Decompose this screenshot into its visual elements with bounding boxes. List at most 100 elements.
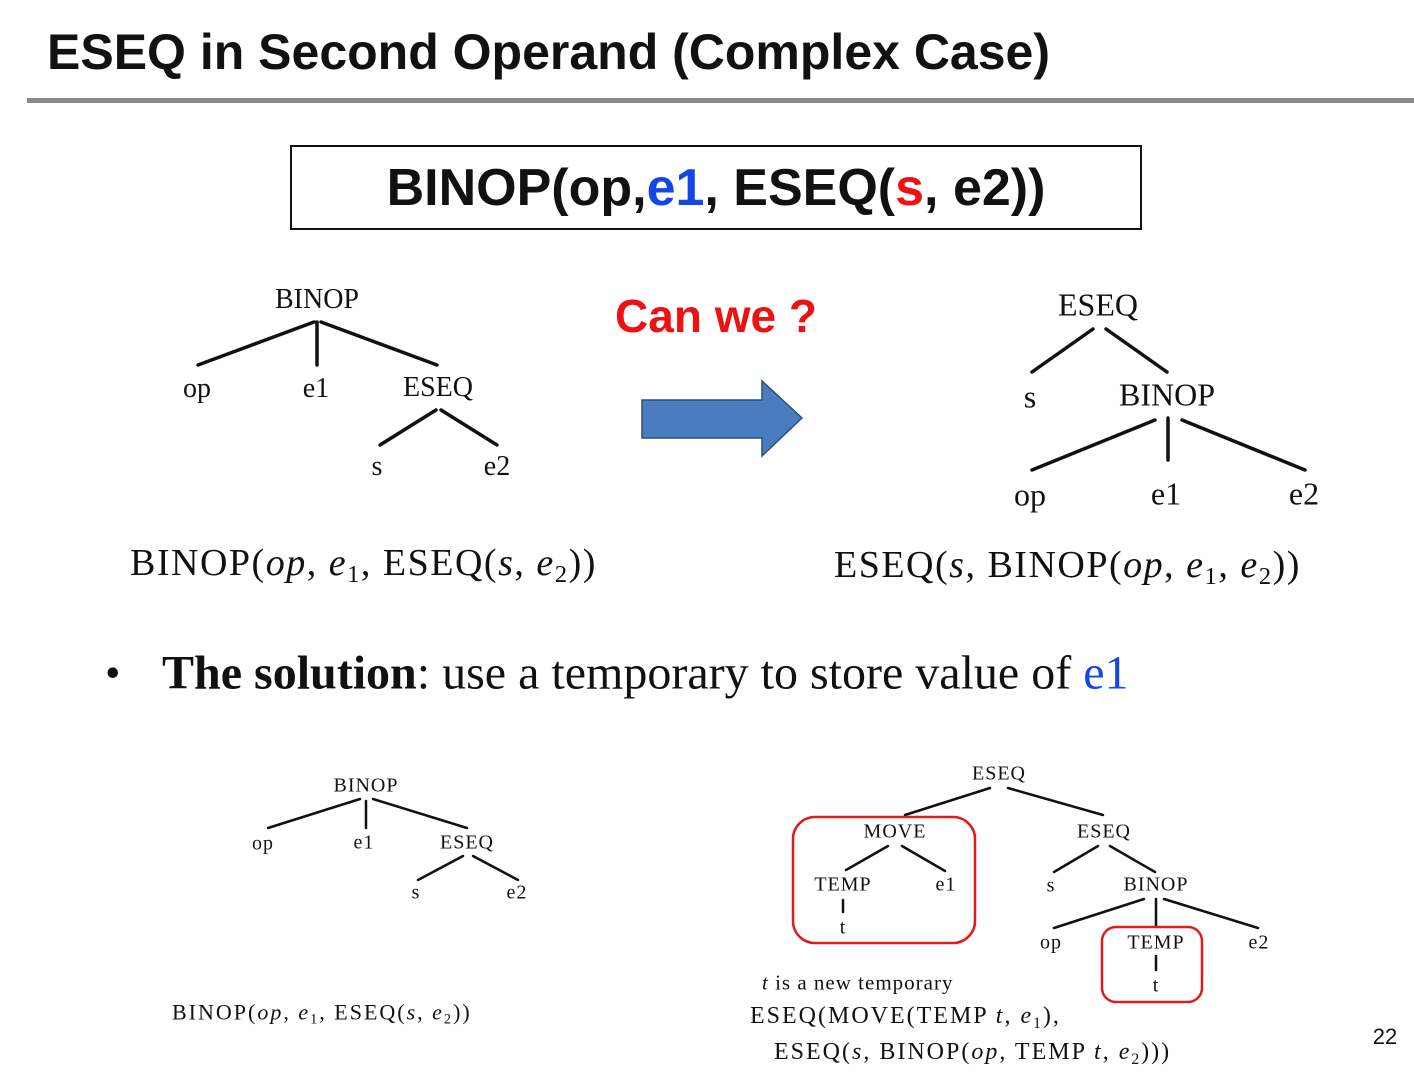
tree-node-e2: e2: [483, 451, 511, 482]
formula-segment: t: [1094, 1039, 1103, 1066]
formula-segment: s: [406, 999, 418, 1025]
solution-label: The solution: [162, 646, 417, 700]
highlight-box-move: [791, 815, 977, 945]
formula-segment: ,: [1218, 543, 1241, 586]
expr-s: s: [895, 158, 925, 217]
solution-rest: : use a temporary to store value of: [416, 646, 1084, 700]
formula-segment: e: [432, 999, 444, 1025]
formula-segment: ,: [1004, 1003, 1021, 1030]
note-rest: is a new temporary: [768, 970, 954, 995]
formula-segment: e: [1118, 1039, 1132, 1066]
formula-segment: op: [971, 1039, 1000, 1066]
tree-node-e2: e2: [506, 881, 528, 904]
tree-node-eseq: ESEQ: [1077, 820, 1131, 843]
formula-segment: )): [1272, 543, 1301, 586]
formula-segment: , TEMP: [999, 1039, 1095, 1066]
tree-node-temp: TEMP: [814, 873, 872, 896]
formula-segment: ESEQ(: [774, 1039, 852, 1066]
note-t: t: [762, 970, 769, 995]
tree-node-op: op: [252, 832, 274, 855]
formula-small-after-line2: ESEQ(s, BINOP(op, TEMP t, e2))): [774, 1039, 1171, 1069]
tree-node-eseq: ESEQ: [972, 762, 1026, 785]
expr-e1: e1: [646, 158, 705, 217]
tree-node-op: op: [1014, 476, 1046, 513]
formula-subscript: 1: [310, 1011, 320, 1028]
formula-segment: , ESEQ(: [360, 541, 499, 584]
formula-segment: , BINOP(: [965, 543, 1124, 586]
tree-node-binop: BINOP: [274, 284, 360, 315]
solution-text: The solution: use a temporary to store v…: [162, 646, 1129, 701]
formula-segment: BINOP(: [172, 999, 258, 1025]
formula-before: BINOP(op, e1, ESEQ(s, e2)): [130, 541, 597, 589]
right-arrow-icon: [641, 379, 804, 458]
expr-part: BINOP(op,: [386, 158, 647, 217]
formula-segment: e: [1020, 1003, 1034, 1030]
formula-subscript: 1: [1033, 1014, 1043, 1032]
formula-subscript: 2: [554, 561, 569, 589]
expr-part: , e2)): [924, 158, 1046, 217]
tree-node-binop: BINOP: [1123, 873, 1189, 896]
formula-segment: )): [453, 999, 472, 1025]
tree-node-e1: e1: [302, 373, 330, 404]
highlight-box-temp: [1100, 925, 1204, 1004]
tree-node-binop: BINOP: [1118, 376, 1216, 413]
formula-small-before: BINOP(op, e1, ESEQ(s, e2)): [172, 999, 472, 1028]
tree-node-e1: e1: [935, 873, 957, 896]
formula-segment: ,: [514, 541, 537, 584]
formula-subscript: 2: [443, 1011, 454, 1028]
tree-node-t: t: [1152, 974, 1160, 997]
tree-node-temp: TEMP: [1127, 931, 1185, 954]
formula-segment: ,: [1164, 543, 1187, 586]
formula-subscript: 1: [1204, 563, 1219, 591]
formula-segment: e: [1186, 543, 1205, 586]
formula-segment: ESEQ(MOVE(TEMP: [750, 1003, 996, 1030]
formula-segment: ,: [283, 999, 299, 1025]
formula-after: ESEQ(s, BINOP(op, e1, e2)): [834, 543, 1301, 591]
tree-node-e1: e1: [1150, 475, 1182, 512]
tree-node-e2: e2: [1288, 475, 1320, 512]
question-text: Can we ?: [615, 290, 817, 342]
formula-segment: e: [298, 999, 311, 1025]
tree-node-op: op: [183, 373, 211, 404]
tree-node-op: op: [1040, 931, 1062, 954]
formula-subscript: 1: [347, 561, 361, 589]
tree-node-s: s: [371, 451, 383, 482]
formula-segment: ))): [1141, 1039, 1172, 1066]
formula-segment: ,: [306, 541, 329, 584]
temporary-note: t is a new temporary: [762, 971, 953, 996]
formula-subscript: 2: [1258, 563, 1273, 591]
formula-segment: op: [265, 541, 307, 584]
formula-segment: ,: [417, 999, 433, 1025]
tree-node-e1: e1: [353, 831, 375, 854]
formula-segment: , BINOP(: [863, 1039, 972, 1066]
slide-title: ESEQ in Second Operand (Complex Case): [47, 24, 1051, 80]
formula-segment: e: [328, 541, 348, 584]
tree-node-move: MOVE: [863, 820, 927, 843]
tree-node-t: t: [839, 916, 847, 939]
page-number: 22: [1372, 1024, 1398, 1049]
tree-node-binop: BINOP: [333, 774, 399, 797]
bullet-icon: •: [105, 648, 121, 698]
solution-e1: e1: [1083, 646, 1129, 700]
formula-segment: s: [852, 1039, 864, 1066]
tree-node-eseq: ESEQ: [1058, 286, 1138, 323]
formula-segment: )): [568, 541, 597, 584]
formula-segment: op: [1123, 543, 1165, 586]
tree-node-e2: e2: [1248, 931, 1270, 954]
formula-segment: op: [257, 999, 284, 1025]
formula-subscript: 2: [1131, 1050, 1142, 1068]
expression-box: BINOP(op, e1, ESEQ(s, e2)): [290, 145, 1142, 230]
formula-segment: ,: [1102, 1039, 1119, 1066]
formula-small-after-line1: ESEQ(MOVE(TEMP t, e1),: [750, 1003, 1061, 1033]
formula-segment: s: [949, 543, 966, 586]
title-divider: [27, 98, 1414, 103]
formula-segment: t: [995, 1003, 1005, 1030]
formula-segment: ESEQ(: [834, 543, 950, 586]
formula-segment: ),: [1042, 1003, 1061, 1030]
tree-node-s: s: [1046, 874, 1056, 897]
tree-node-eseq: ESEQ: [403, 372, 473, 403]
tree-node-s: s: [1023, 378, 1037, 415]
tree-node-s: s: [411, 881, 421, 904]
formula-segment: BINOP(: [130, 541, 266, 584]
